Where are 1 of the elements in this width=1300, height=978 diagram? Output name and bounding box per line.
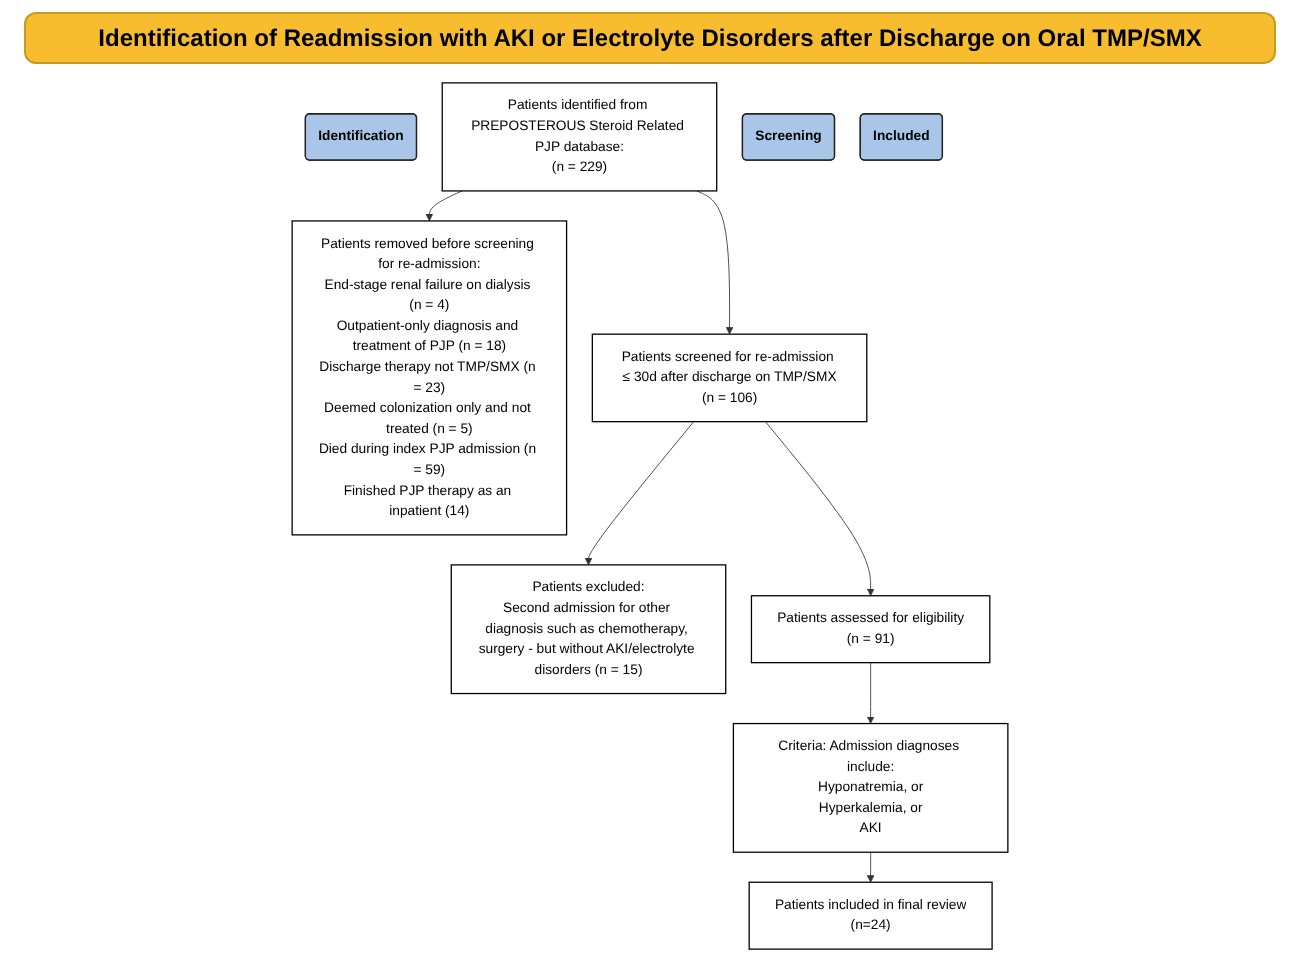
title-banner: Identification of Readmission with AKI or Electrolyte Disorders after Discharge on Oral TMP/SMX: [24, 12, 1276, 64]
